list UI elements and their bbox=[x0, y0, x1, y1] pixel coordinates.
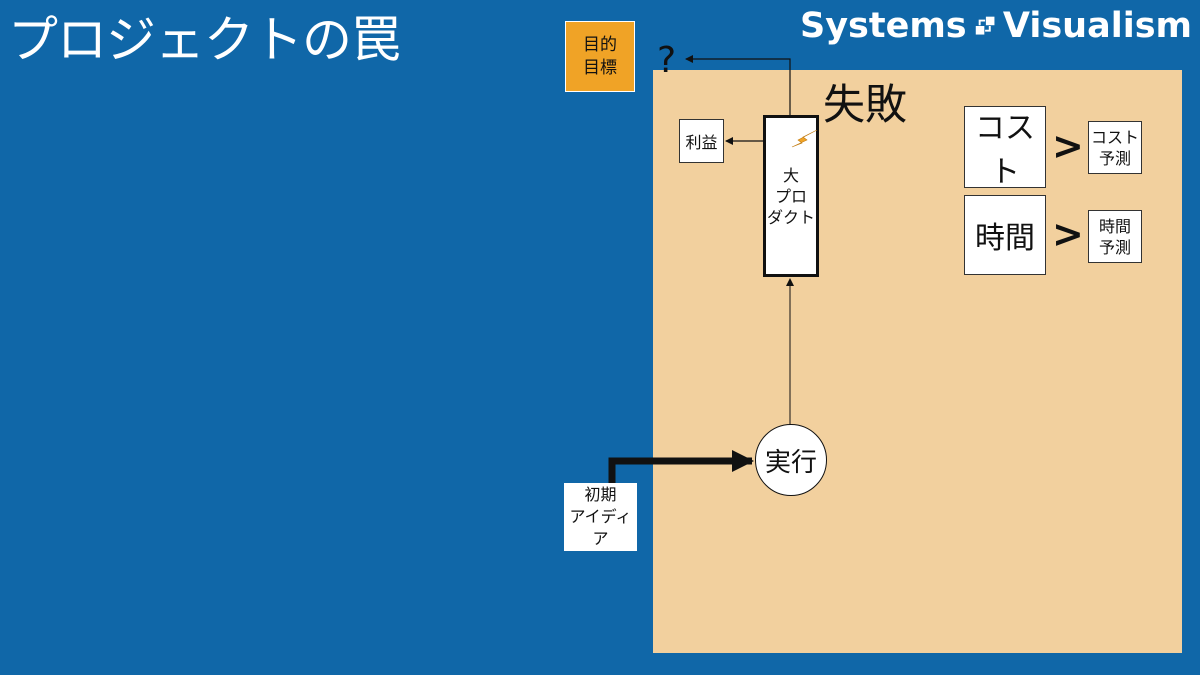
product-line2: プロ bbox=[774, 186, 807, 206]
goal-line2: 目標 bbox=[583, 57, 617, 78]
lightning-icon bbox=[791, 130, 818, 148]
idea-line2: アイディア bbox=[569, 507, 632, 548]
execution-node: 実行 bbox=[755, 424, 827, 496]
actual-time-label: 時間 bbox=[975, 221, 1035, 256]
idea-to-execution-arrow bbox=[608, 450, 754, 483]
cost-estimate-line2: 予測 bbox=[1098, 148, 1131, 168]
big-product-box: 大 プロ ダクト bbox=[763, 115, 819, 277]
idea-line1: 初期 bbox=[584, 485, 617, 504]
actual-cost-label: コスト bbox=[975, 111, 1035, 190]
cost-estimate-box: コスト 予測 bbox=[1088, 121, 1142, 174]
brand-logo: Systems Visualism bbox=[800, 4, 1192, 48]
profit-box: 利益 bbox=[679, 119, 724, 163]
time-greater-than: > bbox=[1052, 212, 1084, 256]
goal-line1: 目的 bbox=[583, 34, 617, 55]
time-estimate-line2: 予測 bbox=[1098, 237, 1131, 257]
initial-idea-box: 初期 アイディア bbox=[564, 483, 637, 551]
product-line1: 大 bbox=[782, 165, 799, 185]
actual-time-box: 時間 bbox=[964, 195, 1046, 275]
product-line3: ダクト bbox=[766, 207, 815, 227]
question-mark: ? bbox=[657, 40, 677, 81]
actual-cost-box: コスト bbox=[964, 106, 1046, 190]
cost-greater-than: > bbox=[1052, 124, 1084, 168]
failure-label: 失敗 bbox=[823, 80, 908, 129]
time-estimate-box: 時間 予測 bbox=[1088, 210, 1142, 263]
product-to-question-arrow bbox=[685, 55, 791, 115]
execution-label: 実行 bbox=[764, 447, 817, 478]
goal-box: 目的 目標 bbox=[565, 21, 635, 92]
brand-right-text: Visualism bbox=[1002, 6, 1192, 46]
cost-estimate-line1: コスト bbox=[1090, 127, 1139, 147]
page-title: プロジェクトの罠 bbox=[8, 11, 401, 69]
time-estimate-line1: 時間 bbox=[1098, 216, 1131, 236]
systems-visualism-logo-icon bbox=[975, 16, 995, 35]
brand-left-text: Systems bbox=[800, 6, 967, 46]
profit-label: 利益 bbox=[685, 133, 718, 152]
